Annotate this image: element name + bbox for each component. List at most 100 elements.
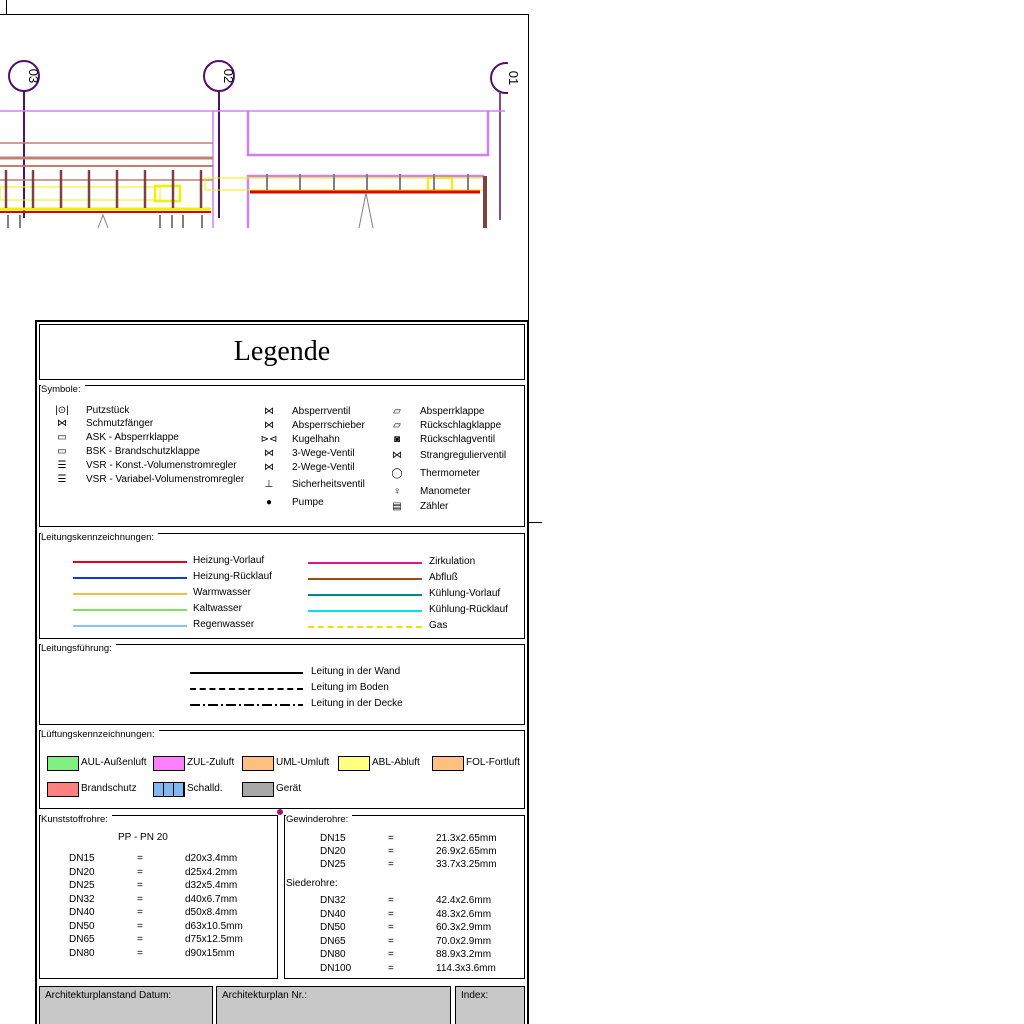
threaded-pipes-label: Gewinderohre:	[286, 814, 353, 825]
steel-pipes-section	[284, 815, 525, 979]
line-label: Kühlung-Rücklauf	[429, 604, 508, 615]
legend-frame	[35, 320, 529, 1024]
line-sample	[73, 609, 187, 611]
routing-label: Leitung in der Wand	[311, 666, 401, 677]
ventilation-label: ZUL-Zuluft	[187, 757, 235, 768]
absperrklappe-icon: ▱	[393, 406, 401, 417]
kugelhahn-icon: ⊳⊲	[260, 434, 278, 445]
legend-title: Legende	[233, 336, 331, 367]
plastic-pipes-section	[39, 815, 278, 979]
symbol-label: Absperrschieber	[292, 420, 365, 431]
ventilation-label: FOL-Fortluft	[466, 757, 520, 768]
ventilation-label: Brandschutz	[81, 783, 137, 794]
2-wege-ventil-icon: ⋈	[264, 462, 274, 473]
symbol-label: ASK - Absperrklappe	[86, 432, 179, 443]
line-label: Zirkulation	[429, 556, 476, 567]
axis-label-02: 02	[221, 69, 236, 83]
pipe-cell: d20x3.4mm	[185, 853, 238, 864]
symbol-label: Pumpe	[292, 497, 324, 508]
line-sample	[73, 561, 187, 563]
pipe-cell: DN100	[320, 962, 352, 974]
ventilation-swatch	[47, 782, 79, 797]
ventilation-swatch	[242, 756, 274, 771]
line-label: Heizung-Vorlauf	[193, 555, 265, 566]
axis-02: 02	[203, 60, 236, 218]
symbols-label: Symbole:	[41, 384, 85, 395]
absperrventil-icon: ⋈	[264, 406, 274, 417]
3-wege-ventil-icon: ⋈	[264, 448, 274, 459]
ventilation-swatch	[153, 782, 185, 797]
ventilation-section	[39, 730, 525, 809]
ventilation-swatch	[47, 756, 79, 771]
pipe-cell: d40x6.7mm	[185, 893, 238, 905]
footer-index-cell: Index:	[455, 986, 525, 1024]
ventilation-label: Schalld.	[187, 783, 223, 794]
symbol-label: Schmutzfänger	[86, 418, 154, 429]
pipe-cell: DN15	[69, 853, 95, 864]
symbol-label: Putzstück	[86, 405, 130, 416]
pipe-cell: =	[388, 922, 394, 933]
pipe-cell: =	[137, 853, 143, 864]
junction-marker	[277, 809, 283, 815]
pipe-cell: DN25	[69, 880, 95, 891]
line-sample	[308, 562, 422, 564]
zaehler-icon: ▤	[392, 501, 402, 512]
frame-line	[0, 14, 529, 15]
symbol-label: Absperrklappe	[420, 406, 485, 417]
pipe-cell: DN20	[320, 846, 346, 857]
ventilation-swatch	[432, 756, 464, 771]
pipe-cell: =	[388, 846, 394, 857]
pipe-cell: DN50	[69, 920, 95, 932]
axis-label-03: 03	[26, 69, 41, 83]
pipe-cell: =	[137, 907, 143, 918]
ventilation-label: UML-Umluft	[276, 757, 330, 768]
line-label: Warmwasser	[193, 587, 251, 598]
ventilation-label: AUL-Außenluft	[81, 757, 147, 768]
routing-label: Leitung in der Decke	[311, 698, 403, 709]
pipe-cell: 48.3x2.6mm	[436, 908, 492, 920]
vsr-variabel-icon: ☰	[57, 474, 67, 485]
sicherheitsventil-icon: ⊥	[264, 479, 274, 490]
pipe-cell: 70.0x2.9mm	[436, 935, 492, 947]
line-codes-section	[39, 533, 525, 639]
line-sample	[308, 610, 422, 612]
frame-line	[6, 0, 7, 14]
symbol-label: Strangregulierventil	[420, 450, 507, 461]
plastic-pipes-subtitle: PP - PN 20	[118, 832, 168, 843]
pipe-cell: 88.9x3.2mm	[436, 949, 492, 960]
section-drawing: 03 02 01	[0, 58, 528, 229]
axis-01: 01	[490, 58, 528, 220]
pipe-cell: =	[388, 962, 394, 974]
frame-line	[528, 522, 542, 523]
pipe-cell: DN15	[320, 833, 346, 844]
footer-plan-label: Architekturplan Nr.:	[222, 990, 308, 1001]
pipe-cell: =	[388, 833, 394, 844]
symbol-label: Thermometer	[420, 468, 481, 479]
footer-date-label: Architekturplanstand Datum:	[45, 990, 172, 1001]
legend-title-box: Legende	[39, 324, 525, 380]
line-codes-label: Leitungskennzeichnungen:	[41, 532, 159, 543]
rueckschlagklappe-icon: ▱	[393, 420, 401, 431]
line-sample	[73, 593, 187, 595]
ventilation-label: Gerät	[276, 783, 302, 794]
pipe-cell: DN40	[69, 907, 95, 918]
plastic-pipes-label: Kunststoffrohre:	[41, 814, 112, 825]
pipe-cell: DN65	[69, 934, 95, 945]
line-sample	[308, 626, 422, 628]
manometer-icon: ♀	[393, 486, 401, 497]
pipe-cell: DN25	[320, 859, 346, 870]
pipe-cell: d25x4.2mm	[185, 866, 238, 878]
pipe-cell: DN32	[69, 893, 95, 905]
routing-line-sample	[190, 672, 303, 674]
pipe-cell: =	[388, 859, 394, 870]
symbol-label: Kugelhahn	[292, 434, 340, 445]
pipe-cell: DN20	[69, 866, 95, 878]
pipe-cell: d50x8.4mm	[185, 907, 238, 918]
pipe-cell: =	[137, 880, 143, 891]
line-label: Kaltwasser	[193, 603, 242, 614]
line-label: Regenwasser	[193, 619, 255, 630]
routing-label: Leitungsführung:	[41, 643, 116, 654]
pipe-cell: 26.9x2.65mm	[436, 846, 497, 857]
pipe-cell: =	[388, 949, 394, 960]
pipe-cell: =	[388, 895, 394, 906]
